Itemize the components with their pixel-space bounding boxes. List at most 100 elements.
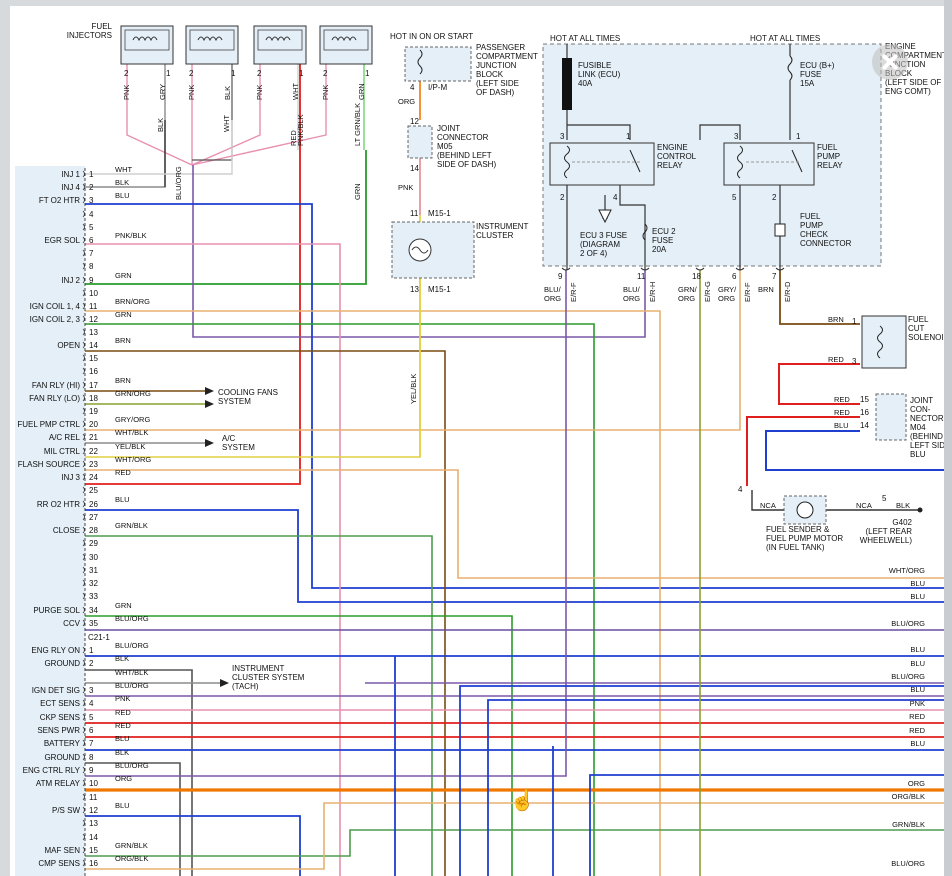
right-wire-label: BLU/ORG xyxy=(891,859,925,868)
ecu-pin-number: 13 xyxy=(89,819,98,828)
wire-color-label: BLK xyxy=(115,654,129,663)
coil-icon xyxy=(132,36,158,42)
wire-blu-org xyxy=(192,165,646,338)
ecu-pin-number: 14 xyxy=(89,341,98,350)
injector-pin: 1 xyxy=(299,69,304,78)
wire-color-label: BLU xyxy=(115,734,130,743)
wire-nca1 xyxy=(751,490,784,511)
pin-terminal xyxy=(82,846,85,854)
ecu-connector-panel xyxy=(15,166,85,876)
fuse19-pin: 4 xyxy=(410,83,415,92)
wire-right-blu xyxy=(589,774,944,876)
fuel-pump-pin5: 5 xyxy=(882,494,887,503)
ecu-pin-label: A/C REL xyxy=(49,433,81,442)
arrow-icon xyxy=(205,400,214,408)
injector-lower-wire-label: GRN xyxy=(353,183,362,200)
injector-wire-label: GRN xyxy=(357,83,366,100)
ecu-fuse-icon xyxy=(787,55,793,81)
ecu-pin-label: IGN COIL 1, 4 xyxy=(30,302,81,311)
wire-color-label: BRN xyxy=(115,336,131,345)
injector-pin: 1 xyxy=(231,69,236,78)
ecu-pin-label: CMP SENS xyxy=(38,859,80,868)
ecu-pin-label: FAN RLY (LO) xyxy=(29,394,80,403)
right-wire-label: BLU xyxy=(910,592,925,601)
check-connector-icon xyxy=(774,223,786,237)
wire-inj2-grn xyxy=(85,150,367,285)
ecu-pin-label: CLOSE xyxy=(53,526,80,535)
injector-wire-label: PNK xyxy=(187,85,196,100)
pin-terminal xyxy=(82,315,85,323)
ecu-pin-label: INJ 2 xyxy=(61,276,80,285)
injector-lower-wire-label: LT GRN/BLK xyxy=(353,103,362,146)
wire-color-label: WHT/ORG xyxy=(115,455,151,464)
ecu-pin-number: 7 xyxy=(89,249,94,258)
ecu-pin-number: 22 xyxy=(89,447,98,456)
joint-pin-bot: 14 xyxy=(410,164,419,173)
pin-terminal xyxy=(82,394,85,402)
ecu-pin-number: 25 xyxy=(89,486,98,495)
pin-terminal xyxy=(82,196,85,204)
right-wire-label: BLU xyxy=(910,659,925,668)
fuel-pump-blk: BLK xyxy=(896,501,910,510)
ecu-pin-number: 1 xyxy=(89,170,94,179)
injector-lower-wire-label: WHT xyxy=(222,115,231,132)
hot-all-times-2: HOT AT ALL TIMES xyxy=(750,34,820,43)
fuel-cut-pin: 1 xyxy=(852,317,857,326)
ecu-pin-number: 2 xyxy=(89,183,94,192)
er-terminal xyxy=(735,267,745,271)
pin-terminal xyxy=(82,553,85,561)
scrollbar-track[interactable] xyxy=(944,0,952,876)
motor-icon xyxy=(796,501,814,519)
wire-color-label: WHT/BLK xyxy=(115,428,148,437)
ecu-pin-label: FT O2 HTR xyxy=(39,196,80,205)
wire-color-label: YEL/BLK xyxy=(115,442,145,451)
pin-terminal xyxy=(82,486,85,494)
wire-flash xyxy=(85,469,944,579)
ecu-pin-number: 35 xyxy=(89,619,98,628)
pin-terminal xyxy=(82,289,85,297)
pin-terminal xyxy=(82,328,85,336)
wire-color-label: RED xyxy=(115,708,131,717)
wire-eng-ctrl xyxy=(85,270,567,777)
er-pin-label: E/R-F xyxy=(743,282,752,302)
wire-relay1-out2 xyxy=(619,185,646,270)
fuel-pump-relay xyxy=(723,142,815,186)
wire-color-label: RED xyxy=(115,468,131,477)
window-frame-left xyxy=(0,0,10,876)
pin-terminal xyxy=(82,619,85,627)
er-connector-pin: 6 xyxy=(732,272,737,281)
joint-m04-box xyxy=(875,393,907,441)
ecu-pin-number: 2 xyxy=(89,659,94,668)
close-icon[interactable] xyxy=(872,44,908,80)
er-pin-label: E/R-D xyxy=(783,281,792,302)
wire-color-label: WHT/BLK xyxy=(115,668,148,677)
injector-coil-frame xyxy=(124,29,170,51)
pin-terminal xyxy=(82,726,85,734)
ecu-pin-number: 9 xyxy=(89,766,94,775)
wire-relay1-top xyxy=(567,124,631,140)
pin-terminal xyxy=(82,579,85,587)
injector-lower-wire-label: BLU/ORG xyxy=(174,166,183,200)
ecu-pin-number: 4 xyxy=(89,699,94,708)
fusible-link-icon xyxy=(562,58,572,110)
wire-right-blu3 xyxy=(487,699,944,876)
injector-wire-label: PNK xyxy=(122,85,131,100)
wire-color-label: WHT xyxy=(115,165,132,174)
er-connector-pin: 7 xyxy=(772,272,777,281)
window-frame-top xyxy=(0,0,952,6)
pin-terminal xyxy=(82,302,85,310)
wire-color-label: RED xyxy=(115,721,131,730)
ecu-pin-number: 31 xyxy=(89,566,98,575)
ecu2-fuse-icon xyxy=(642,223,648,241)
ecu-pin-number: 20 xyxy=(89,420,98,429)
ecu-pin-label: PURGE SOL xyxy=(33,606,80,615)
wire-color-label: BLK xyxy=(115,178,129,187)
cluster-pin-bot: 13 xyxy=(410,285,419,294)
connector-id-c21: C21-1 xyxy=(88,633,110,642)
